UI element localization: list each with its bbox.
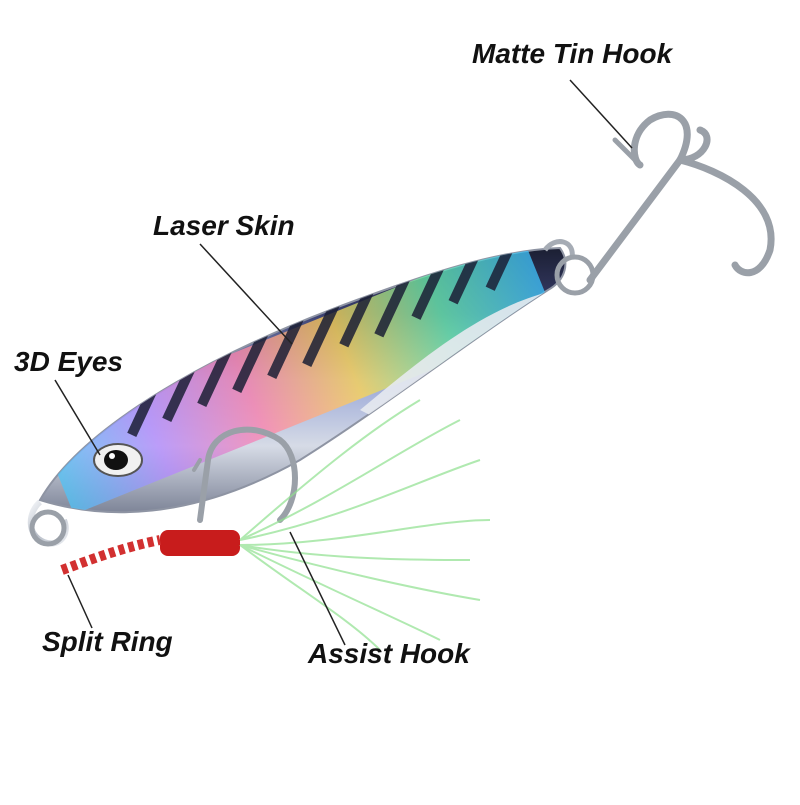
eye-icon [93, 443, 143, 477]
label-3d-eyes: 3D Eyes [14, 346, 123, 377]
label-assist-hook: Assist Hook [308, 638, 470, 669]
label-split-ring: Split Ring [42, 626, 173, 657]
treble-hook-icon [586, 110, 775, 284]
leader-lines [54, 79, 633, 646]
leader-assist-hook [289, 531, 346, 646]
leader-split-ring [67, 574, 93, 629]
label-laser-skin: Laser Skin [153, 210, 295, 241]
leader-matte-tin-hook [569, 79, 633, 149]
assist-hook-skirt [239, 399, 491, 651]
leader-3d-eyes [54, 379, 101, 456]
label-matte-tin-hook: Matte Tin Hook [472, 38, 673, 69]
assist-hook-thread [60, 530, 240, 575]
leader-laser-skin [199, 243, 293, 345]
ring-icon [27, 499, 69, 547]
